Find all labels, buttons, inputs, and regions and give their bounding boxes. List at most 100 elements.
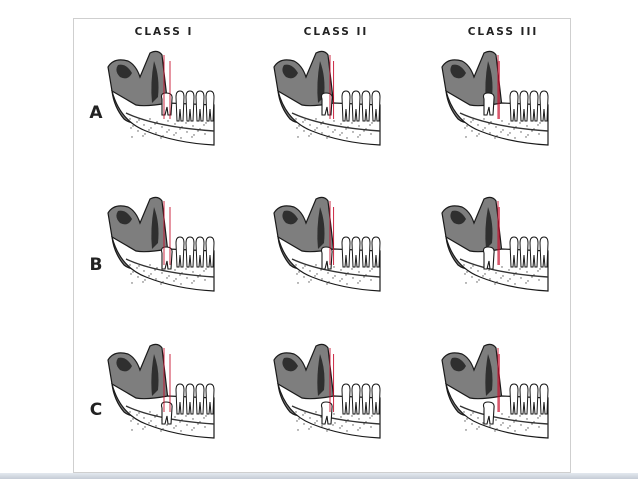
bone-dot	[496, 428, 498, 430]
bone-dot	[295, 264, 297, 266]
bone-dot	[477, 124, 479, 126]
bone-dot	[129, 264, 131, 266]
bone-dot	[321, 425, 323, 427]
bone-dot	[513, 421, 515, 423]
tooth	[519, 383, 529, 415]
bone-dot	[168, 275, 170, 277]
bone-dot	[130, 273, 132, 275]
bone-dot	[160, 430, 162, 432]
bone-dot	[495, 126, 497, 128]
bone-dot	[320, 269, 322, 271]
mandible-drawing	[441, 343, 549, 439]
bone-dot	[472, 119, 474, 121]
bone-dot	[316, 273, 318, 275]
bone-dot	[539, 122, 541, 124]
bone-dot	[340, 123, 342, 125]
bone-dot	[351, 415, 353, 417]
bone-dot	[495, 419, 497, 421]
coronoid-cavity	[317, 207, 325, 249]
bone-dot	[162, 428, 164, 430]
tooth	[371, 383, 381, 415]
mandibular-canal	[459, 405, 549, 425]
bone-dot	[500, 277, 502, 279]
impacted-molar	[320, 246, 333, 270]
mandible-drawing	[273, 196, 381, 292]
impacted-molar	[482, 401, 495, 425]
bone-dot	[321, 278, 323, 280]
bone-dot	[339, 134, 341, 136]
bone-dot	[470, 267, 472, 269]
bone-dot	[302, 414, 304, 416]
bone-dot	[168, 129, 170, 131]
panel-class2-b	[272, 193, 382, 293]
bone-dot	[352, 131, 354, 133]
bone-dot	[514, 283, 516, 285]
bone-dot	[302, 121, 304, 123]
bone-dot	[531, 423, 533, 425]
bone-dot	[304, 412, 306, 414]
bone-dot	[204, 133, 206, 135]
bone-dot	[161, 126, 163, 128]
bone-dot	[531, 130, 533, 132]
bone-dot	[180, 283, 182, 285]
bone-dot	[204, 426, 206, 428]
bone-dot	[502, 422, 504, 424]
column-header-class-1: CLASS I	[134, 26, 194, 38]
bone-dot	[466, 125, 468, 127]
bone-dot	[297, 282, 299, 284]
bone-dot	[358, 418, 360, 420]
tooth	[175, 236, 185, 268]
mandibular-canal	[291, 258, 381, 278]
bone-dot	[520, 277, 522, 279]
bone-dot	[470, 414, 472, 416]
bone-dot	[149, 264, 151, 266]
tooth	[371, 90, 381, 122]
bone-dot	[363, 130, 365, 132]
tooth	[185, 383, 195, 415]
tooth	[509, 236, 519, 268]
bone-dot	[132, 271, 134, 273]
bone-dot	[144, 426, 146, 428]
panel-class1-c	[106, 340, 216, 440]
tooth	[539, 90, 549, 122]
bone-dot	[131, 136, 133, 138]
tooth	[371, 236, 381, 268]
bone-dot	[205, 415, 207, 417]
bone-dot	[166, 131, 168, 133]
bone-dot	[332, 131, 334, 133]
coronoid-cavity	[151, 354, 159, 396]
condyle-cavity	[116, 357, 132, 372]
bone-dot	[316, 127, 318, 129]
bone-dot	[359, 427, 361, 429]
bone-dot	[477, 270, 479, 272]
impacted-molar	[482, 246, 495, 270]
bone-dot	[509, 132, 511, 134]
bone-dot	[525, 429, 527, 431]
mandibular-canal	[291, 112, 381, 132]
bone-dot	[482, 275, 484, 277]
bone-dot	[156, 121, 158, 123]
bone-dot	[328, 281, 330, 283]
coronoid-cavity	[151, 61, 159, 103]
bone-dot	[502, 275, 504, 277]
bone-dot	[205, 122, 207, 124]
bone-dot	[303, 130, 305, 132]
bone-dot	[520, 424, 522, 426]
bone-dot	[526, 271, 528, 273]
bone-dot	[315, 411, 317, 413]
bone-dot	[310, 426, 312, 428]
mandibular-canal	[125, 112, 215, 132]
bone-dot	[160, 283, 162, 285]
bone-dot	[186, 424, 188, 426]
bone-dot	[296, 273, 298, 275]
tooth	[519, 236, 529, 268]
condyle-cavity	[282, 357, 298, 372]
bone-dot	[332, 424, 334, 426]
bone-dot	[136, 267, 138, 269]
bone-dot	[298, 125, 300, 127]
bone-dot	[175, 425, 177, 427]
bone-dot	[352, 277, 354, 279]
bone-dot	[371, 268, 373, 270]
bone-dot	[472, 265, 474, 267]
tooth	[529, 383, 539, 415]
